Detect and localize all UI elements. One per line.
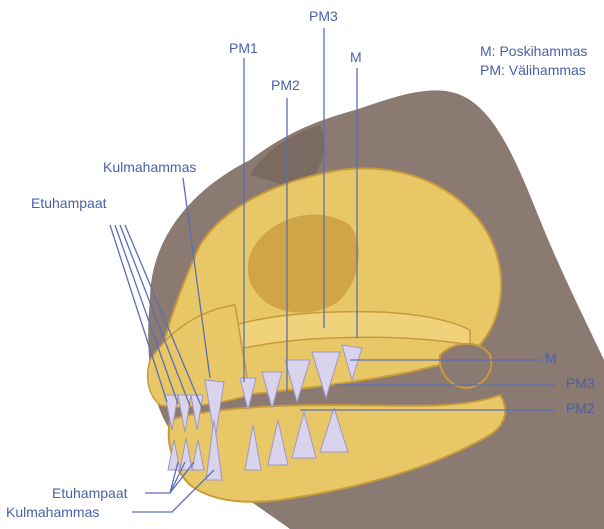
label-m-right: M [545,350,557,366]
label-pm1-top: PM1 [229,40,258,56]
label-pm2-right: PM2 [566,400,595,416]
label-m-top: M [350,49,362,65]
label-kulmahammas-top: Kulmahammas [103,159,196,175]
label-kulmahammas-bottom: Kulmahammas [6,504,99,520]
label-etuhampaat-top: Etuhampaat [31,195,107,211]
label-etuhampaat-bottom: Etuhampaat [52,485,128,501]
label-pm2-top: PM2 [271,77,300,93]
label-pm3-right: PM3 [566,375,595,391]
legend-pm: PM: Välihammas [480,61,587,80]
label-pm3-top: PM3 [309,8,338,24]
legend: M: Poskihammas PM: Välihammas [480,42,587,80]
legend-m: M: Poskihammas [480,42,587,61]
